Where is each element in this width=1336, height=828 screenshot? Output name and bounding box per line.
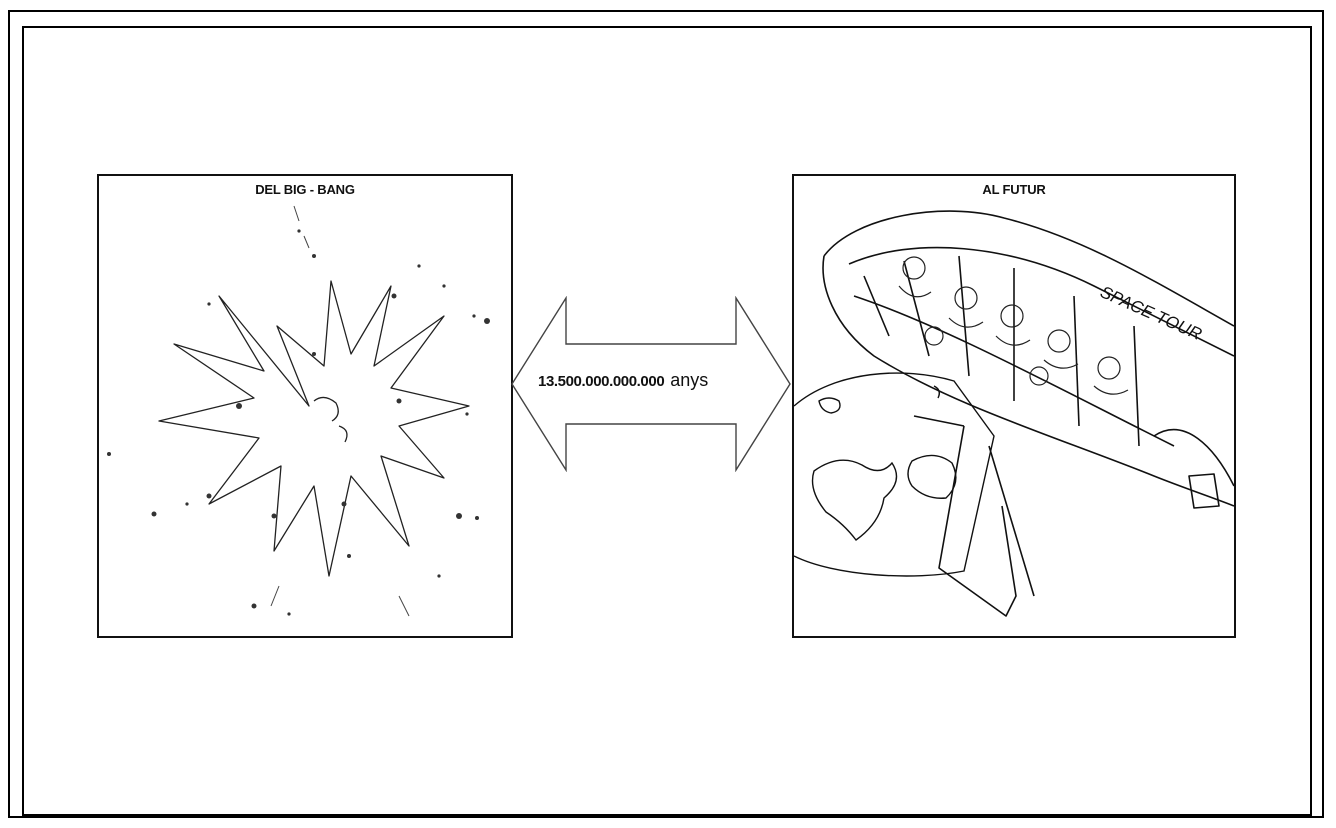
big-bang-title: DEL BIG - BANG: [255, 182, 355, 197]
time-span-label: 13.500.000.000.000 anys: [538, 370, 708, 391]
double-headed-arrow-icon: [511, 295, 791, 473]
inner-border: [22, 26, 1312, 816]
time-span-value: 13.500.000.000.000: [538, 373, 665, 390]
big-bang-explosion-illustration: [107, 205, 490, 617]
outer-border: [8, 10, 1324, 818]
time-span-arrow: 13.500.000.000.000 anys: [508, 295, 794, 473]
big-bang-panel: DEL BIG - BANG: [97, 174, 513, 638]
space-shuttle-illustration: SPACE TOUR: [794, 210, 1234, 617]
future-title: AL FUTUR: [982, 182, 1046, 197]
ship-label: SPACE TOUR: [1097, 282, 1204, 344]
time-span-unit: anys: [670, 370, 709, 390]
future-panel: AL FUTUR: [792, 174, 1236, 638]
